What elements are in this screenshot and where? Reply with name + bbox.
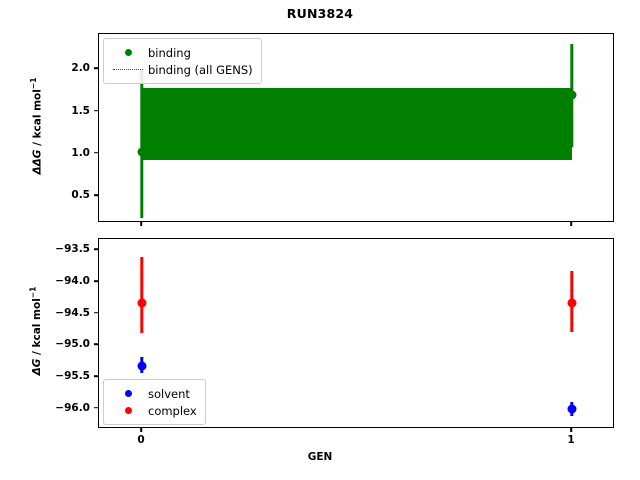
x-tick-mark-top	[140, 222, 142, 226]
top-panel-ytick-container: 0.5 1.0 1.5 2.0	[0, 0, 98, 480]
top-legend-item: binding	[111, 44, 253, 61]
bottom-panel-legend: solvent complex	[103, 379, 206, 425]
top-ytick-label: 0.5	[71, 189, 90, 201]
datapoint-complex	[137, 298, 147, 308]
legend-marker-key	[111, 407, 145, 414]
legend-dot-marker-icon	[124, 407, 132, 414]
bottom-ytick-label: −94.0	[55, 275, 90, 288]
top-panel-legend: binding binding (all GENS)	[103, 38, 262, 84]
top-ytick-mark	[94, 109, 98, 112]
top-legend-label: binding	[148, 45, 191, 60]
top-ytick-label: 1.0	[71, 146, 90, 159]
bottom-ytick-mark	[94, 248, 98, 251]
x-tick-label: 1	[567, 434, 575, 446]
x-tick-mark-top	[570, 222, 572, 226]
legend-marker-key	[111, 390, 145, 397]
bottom-legend-label: solvent	[148, 386, 190, 401]
bottom-ytick-mark	[94, 343, 98, 346]
legend-line-key	[111, 69, 145, 70]
binding-all-gens-band	[142, 88, 572, 160]
datapoint-solvent	[137, 361, 147, 371]
top-ytick-mark	[94, 67, 98, 70]
errorbar-complex	[140, 257, 144, 333]
x-tick-mark	[140, 428, 142, 432]
top-panel-plot-area	[99, 34, 613, 221]
legend-marker-key	[111, 49, 145, 56]
legend-dot-marker-icon	[124, 390, 132, 397]
bottom-ytick-label: −95.0	[55, 338, 90, 351]
bottom-panel-plot-area	[99, 239, 613, 427]
figure-title: RUN3824	[286, 6, 354, 21]
bottom-ytick-mark	[94, 375, 98, 377]
top-legend-item: binding (all GENS)	[111, 61, 253, 78]
bottom-ytick-label: −96.0	[55, 401, 90, 414]
bottom-ytick-label: −93.5	[55, 243, 90, 256]
errorbar-binding	[140, 69, 144, 218]
datapoint-binding	[137, 147, 147, 157]
bottom-legend-item: solvent	[111, 385, 197, 402]
bottom-legend-label: complex	[148, 403, 197, 418]
top-ytick-label: 2.0	[71, 62, 90, 75]
bottom-ytick-mark	[94, 280, 98, 282]
x-tick-mark	[570, 428, 572, 432]
datapoint-binding	[567, 90, 577, 100]
legend-dotted-line-icon	[113, 69, 143, 70]
datapoint-solvent	[567, 404, 577, 414]
x-axis-label: GEN	[307, 451, 333, 463]
bottom-ytick-mark	[94, 406, 98, 409]
bottom-ytick-label: −95.5	[55, 370, 90, 383]
top-ytick-label: 1.5	[71, 104, 90, 117]
datapoint-complex	[567, 298, 577, 308]
legend-dot-marker-icon	[124, 49, 132, 56]
bottom-panel-ytick-container: −93.5 −94.0 −94.5 −95.0 −95.5 −96.0	[0, 0, 98, 480]
bottom-ytick-label: −94.5	[55, 306, 90, 319]
x-tick-label: 0	[137, 434, 145, 446]
bottom-legend-item: complex	[111, 402, 197, 419]
top-legend-label: binding (all GENS)	[148, 62, 253, 77]
top-ytick-mark	[94, 152, 98, 154]
bottom-ytick-mark	[94, 311, 98, 314]
top-ytick-mark	[94, 194, 98, 196]
